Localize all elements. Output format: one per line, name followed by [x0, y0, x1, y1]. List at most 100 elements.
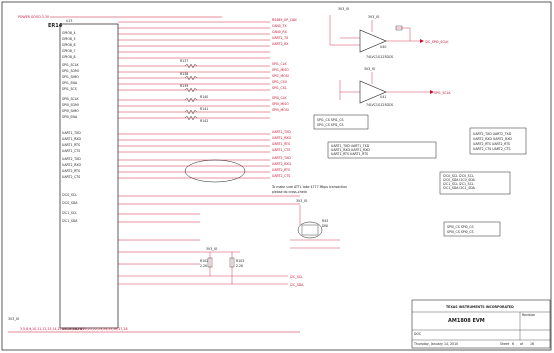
buffer-part: 74LVC1G125DCK	[366, 103, 394, 107]
net-table-row: SPI1_CS SPI1_CS	[317, 123, 344, 127]
pullup-value: 2.2K	[200, 264, 208, 268]
left-pin: UART1_CTS	[62, 149, 80, 153]
resistor-label: R141	[200, 107, 208, 111]
doc-label: DOC	[414, 332, 422, 336]
buffer-triangle-icon	[359, 80, 387, 104]
net-table-row: UART2_TXD UART2_TXD	[473, 132, 512, 136]
left-pin: SPI0_SIMO	[62, 109, 79, 113]
top-pin: GPIO8_7	[62, 49, 76, 53]
right-net: RS485_UP_CAN	[272, 18, 297, 22]
resistor-icon	[184, 109, 198, 115]
resistor-icon	[229, 257, 235, 268]
net-table-row: UART1_RXD UART1_RXD	[331, 148, 370, 152]
left-pin: UART2_TXD	[62, 157, 81, 161]
crystal-icon	[297, 221, 323, 239]
resistor-network	[184, 63, 198, 121]
left-pin: UART1_TXD	[62, 131, 81, 135]
top-pin: GPIO8_6	[62, 43, 76, 47]
left-pin: I2C1_SDA	[62, 219, 78, 223]
resistor-icon	[207, 257, 213, 268]
net-table-3: UART2_TXD UART2_TXD UART2_RXD UART2_RXD …	[469, 127, 527, 155]
right-net: SPI0_CLK	[272, 96, 288, 100]
bottom-bus-text: 3,5,8,9,10,11,12,13,14,15,16,17,18,19,20…	[20, 327, 127, 331]
buffer-u41: U41 74LVC1G125DCK SPI1_SCLK 3V3_IO	[339, 67, 452, 107]
power-label: 3V3_IO	[368, 15, 380, 19]
net-table-row: UART2_RTS UART2_RTS	[473, 142, 510, 146]
buffer-ref: U40	[380, 45, 386, 49]
net-table-row: UART1_RTS UART1_RTS	[331, 152, 368, 156]
resistor-labels: R137 R138 R139 R140 R141 R142	[180, 59, 208, 123]
left-pin-labels: SPI1_SCLK SPI1_SOMI SPI1_SIMO SPI1_ENA S…	[62, 63, 81, 223]
highlight-oval	[184, 159, 246, 183]
buffer-ref: U41	[380, 95, 386, 99]
ic-part: AM1808BZWT	[62, 327, 85, 331]
net-table-row: I2C1_SCL I2C1_SCL	[443, 182, 474, 186]
left-pin: UART2_RTS	[62, 169, 80, 173]
ic-designator: ER14	[48, 23, 63, 29]
bottom-net: I2C_SDA	[290, 283, 304, 287]
power-label: 3V3_IO	[338, 7, 350, 11]
left-pin: UART1_RXD	[62, 137, 81, 141]
net-table-4: I2C0_SCL I2C0_SCL I2C0_SDA I2C0_SDA I2C1…	[439, 171, 511, 195]
left-pin: I2C0_SDA	[62, 201, 78, 205]
sheet-title: AM1808 EVM	[448, 318, 485, 324]
net-table-row: UART2_CTS UART2_CTS	[473, 147, 511, 151]
net-table-row: UART2_RXD UART2_RXD	[473, 137, 512, 141]
pullup-value: 2.2K	[236, 264, 244, 268]
right-net: UART2_TXD	[272, 156, 291, 160]
title-block: TEXAS INSTRUMENTS INCORPORATED AM1808 EV…	[411, 299, 551, 349]
buffer-net: SPI1_SCLK	[434, 91, 452, 95]
buffer-net: I2C_SPI0_SCLK	[425, 40, 449, 44]
off-page-arrow-icon	[430, 90, 434, 94]
crystal-value: DNI	[322, 224, 328, 228]
sheet-number: 6	[512, 342, 514, 346]
right-net: SPI1_MOSI	[272, 74, 289, 78]
resistor-icon	[184, 75, 198, 81]
left-pin: SPI1_SIMO	[62, 75, 79, 79]
ic-ref: U13	[66, 19, 72, 23]
right-net: UART1_TXD	[272, 130, 291, 134]
right-net: UART2_RXD	[272, 162, 291, 166]
right-net: UART2_CTS	[272, 174, 290, 178]
net-table-row: I2C1_SDA I2C1_SDA	[443, 186, 476, 190]
buffer-part: 74LVC1G125DCK	[366, 55, 394, 59]
right-net: UART1_CTS	[272, 148, 290, 152]
left-pin: SPI0_ENA	[62, 115, 78, 119]
left-pin: I2C0_SCL	[62, 193, 77, 197]
net-table-row: SPI0_CS SPI0_CS	[447, 225, 474, 229]
bottom-net: I2C_SCL	[290, 275, 303, 279]
sheet-label: Sheet	[500, 342, 510, 346]
right-net: SPI0_MOSI	[272, 108, 289, 112]
revision-label: Revision	[522, 313, 535, 317]
resistor-label: R142	[200, 119, 208, 123]
left-pin: UART2_RXD	[62, 163, 81, 167]
left-pin: SPI1_SOMI	[62, 69, 79, 73]
sheet-total: 16	[530, 342, 534, 346]
net-table-1: SPI1_CS SPI1_CS SPI1_CS SPI1_CS	[313, 114, 369, 130]
left-pin: SPI1_SCS	[62, 87, 77, 91]
top-pin: GPIO8_4	[62, 31, 76, 35]
right-net-labels: RS485_UP_CAN CAN0_TX CAN0_RX UART2_TX UA…	[272, 18, 297, 178]
resistor-label: R140	[200, 95, 208, 99]
bottom-left-label: 3V3_IO	[8, 317, 20, 321]
right-net: SPI0_MISO	[272, 102, 289, 106]
resistor-label: R137	[180, 59, 188, 63]
power-label: 3V3_IO	[296, 199, 308, 203]
buffer-u40: U40 74LVC1G125DCK I2C_SPI0_SCLK 3V3_IO 3…	[329, 7, 449, 59]
right-net: UART1_RXD	[272, 136, 291, 140]
power-label: 3V3_IO	[206, 247, 218, 251]
left-pin: I2C1_SCL	[62, 211, 77, 215]
top-left-pins: GPIO8_4 GPIO8_5 GPIO8_6 GPIO8_7 GPIO8_8	[62, 31, 76, 59]
left-pin: SPI0_SCLK	[62, 97, 80, 101]
left-pin: SPI1_ENA	[62, 81, 78, 85]
resistor-label: R139	[180, 84, 188, 88]
net-table-row: I2C0_SCL I2C0_SCL	[443, 174, 474, 178]
right-net: CAN0_RX	[272, 30, 288, 34]
right-net: SPI1_CS0	[272, 80, 287, 84]
resistor-icon	[184, 87, 198, 93]
resistor-icon	[184, 97, 198, 103]
pullup-ref: R102	[200, 259, 208, 263]
right-net: SPI1_MISO	[272, 68, 289, 72]
design-note: please do cross-check	[272, 190, 307, 194]
